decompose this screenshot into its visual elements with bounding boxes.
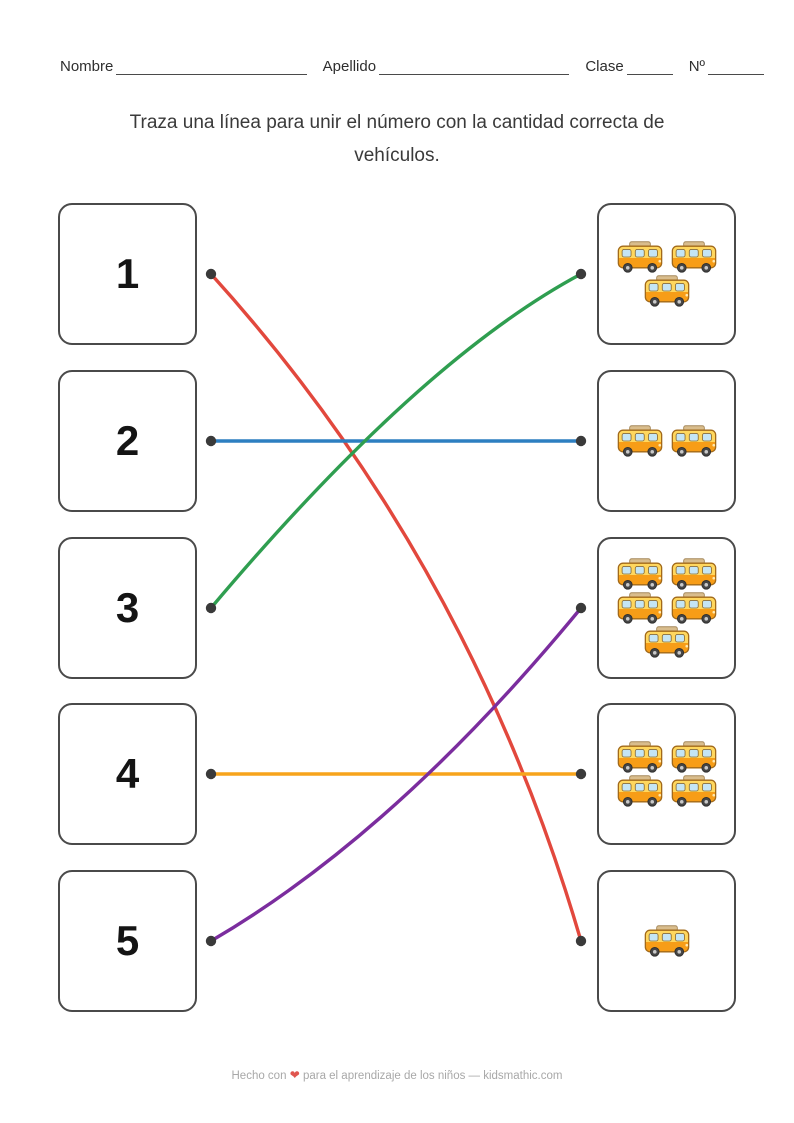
- connection-dot-right-2[interactable]: [575, 435, 587, 447]
- nombre-label: Nombre: [60, 58, 114, 75]
- vehicle-box-3-buses: [597, 203, 736, 345]
- field-apellido: Apellido: [323, 58, 570, 75]
- connection-line-3: [209, 272, 583, 610]
- vehicle-box-1-buses: [597, 870, 736, 1012]
- vehicle-row: [617, 592, 717, 624]
- connection-dot-left-1[interactable]: [205, 268, 217, 280]
- nombre-write-line[interactable]: [116, 60, 307, 75]
- vehicle-row: [644, 925, 690, 957]
- number-label: 3: [115, 584, 140, 631]
- connection-dot-right-3[interactable]: [575, 602, 587, 614]
- connection-dot-left-4[interactable]: [205, 768, 217, 780]
- bus-icon: [644, 925, 690, 957]
- bus-icon: [617, 425, 663, 457]
- vehicle-row: [617, 241, 717, 273]
- apellido-label: Apellido: [322, 58, 377, 75]
- apellido-write-line[interactable]: [379, 60, 570, 75]
- bus-icon: [617, 775, 663, 807]
- connection-dot-left-2[interactable]: [205, 435, 217, 447]
- vehicle-row: [644, 275, 690, 307]
- number-label: 4: [115, 750, 140, 797]
- clase-label: Clase: [585, 58, 624, 75]
- footer: Hecho con ❤ para el aprendizaje de los n…: [0, 1068, 794, 1082]
- heart-icon: ❤: [289, 1068, 300, 1082]
- connection-dot-left-3[interactable]: [205, 602, 217, 614]
- number-box-4: 4: [58, 703, 197, 845]
- vehicle-box-2-buses: [597, 370, 736, 512]
- number-box-3: 3: [58, 537, 197, 679]
- connection-dot-right-1[interactable]: [575, 268, 587, 280]
- vehicle-row: [644, 626, 690, 658]
- bus-icon: [671, 592, 717, 624]
- numero-write-line[interactable]: [708, 60, 765, 75]
- name-fields-row: Nombre Apellido Clase Nº: [60, 58, 765, 75]
- bus-icon: [644, 626, 690, 658]
- number-label: 2: [115, 417, 140, 464]
- number-box-1: 1: [58, 203, 197, 345]
- bus-icon: [671, 741, 717, 773]
- instructions-text: Traza una línea para unir el número con …: [129, 112, 665, 167]
- bus-icon: [617, 558, 663, 590]
- number-label: 5: [115, 917, 140, 964]
- number-label: 1: [115, 250, 140, 297]
- vehicle-row: [617, 425, 717, 457]
- bus-icon: [617, 241, 663, 273]
- connection-dot-right-4[interactable]: [575, 768, 587, 780]
- connection-dot-right-5[interactable]: [575, 935, 587, 947]
- connection-line-1: [209, 272, 583, 943]
- number-box-5: 5: [58, 870, 197, 1012]
- bus-icon: [671, 558, 717, 590]
- bus-icon: [671, 425, 717, 457]
- vehicle-row: [617, 741, 717, 773]
- bus-icon: [671, 775, 717, 807]
- field-numero: Nº: [688, 58, 765, 75]
- bus-icon: [617, 592, 663, 624]
- bus-icon: [617, 741, 663, 773]
- field-clase: Clase: [585, 58, 673, 75]
- vehicle-row: [617, 558, 717, 590]
- footer-text-prefix: Hecho con: [231, 1070, 287, 1082]
- bus-icon: [671, 241, 717, 273]
- vehicle-box-4-buses: [597, 703, 736, 845]
- vehicle-box-5-buses: [597, 537, 736, 679]
- clase-write-line[interactable]: [626, 60, 673, 75]
- footer-text-suffix: para el aprendizaje de los niños — kidsm…: [302, 1070, 563, 1082]
- number-box-2: 2: [58, 370, 197, 512]
- numero-label: Nº: [688, 58, 706, 75]
- vehicle-row: [617, 775, 717, 807]
- connection-dot-left-5[interactable]: [205, 935, 217, 947]
- connection-line-5: [209, 606, 583, 943]
- bus-icon: [644, 275, 690, 307]
- field-nombre: Nombre: [60, 58, 307, 75]
